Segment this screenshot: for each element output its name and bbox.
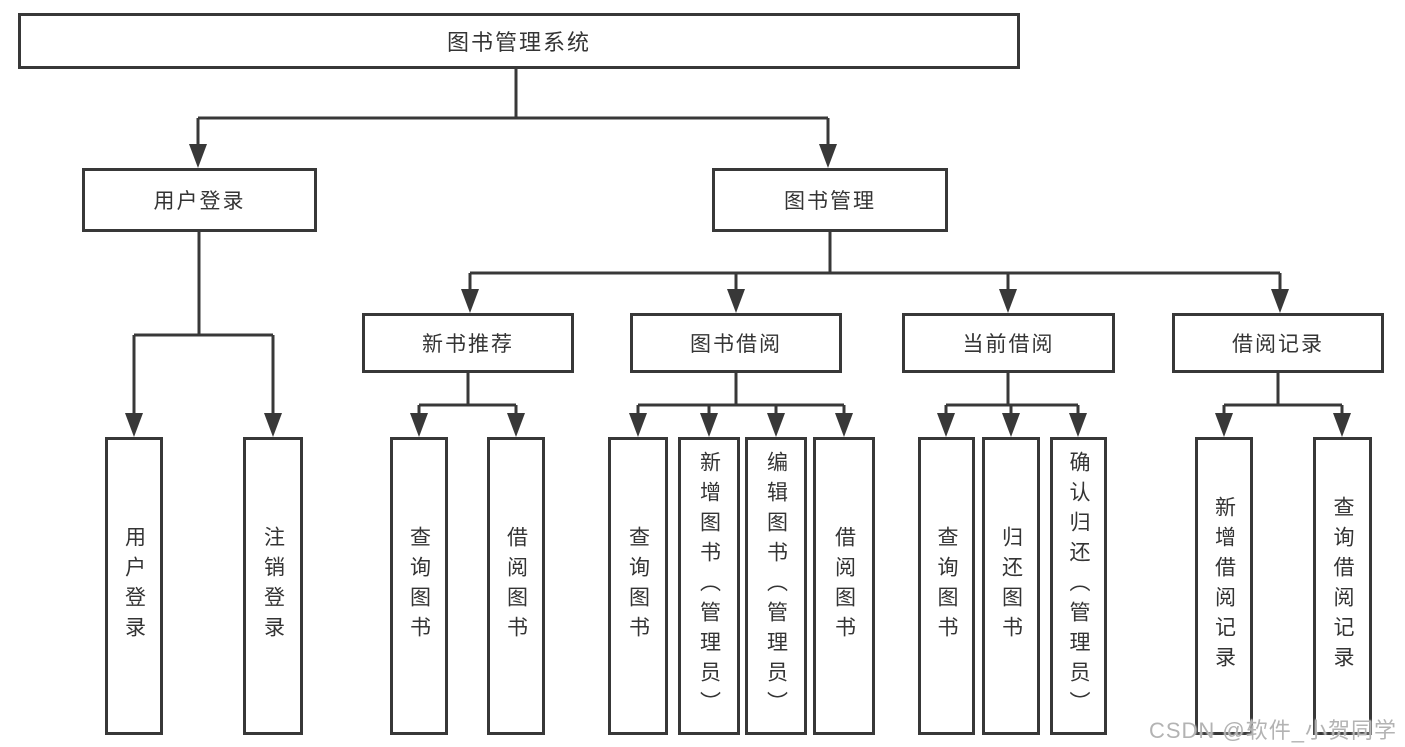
- node-user-login: 用户登录: [82, 168, 317, 232]
- node-borrowing-records-label: 借阅记录: [1232, 333, 1324, 356]
- node-new-book-recommend-label: 新书推荐: [422, 333, 514, 356]
- node-borrowing-records: 借阅记录: [1172, 313, 1384, 373]
- arrowhead-icons: [125, 144, 1351, 437]
- leaf-borrow-books-recommend-label: 借阅图书: [504, 526, 528, 646]
- leaf-return-books: 归还图书: [982, 437, 1040, 735]
- node-user-login-label: 用户登录: [153, 190, 246, 213]
- leaf-borrow-books: 借阅图书: [813, 437, 875, 735]
- leaf-borrow-books-recommend: 借阅图书: [487, 437, 545, 735]
- leaf-add-book-admin: 新增图书（管理员）: [678, 437, 740, 735]
- leaf-query-books-current-label: 查询图书: [935, 526, 959, 646]
- leaf-confirm-return-admin-label: 确认归还（管理员）: [1067, 451, 1091, 721]
- leaf-query-books-recommend-label: 查询图书: [407, 526, 431, 646]
- node-current-borrowing: 当前借阅: [902, 313, 1115, 373]
- leaf-confirm-return-admin: 确认归还（管理员）: [1050, 437, 1107, 735]
- leaf-query-books-recommend: 查询图书: [390, 437, 448, 735]
- leaf-add-borrow-record-label: 新增借阅记录: [1212, 496, 1236, 676]
- leaf-return-books-label: 归还图书: [999, 526, 1023, 646]
- node-root: 图书管理系统: [18, 13, 1020, 69]
- leaf-query-books-current: 查询图书: [918, 437, 975, 735]
- leaf-query-books-borrow-label: 查询图书: [626, 526, 650, 646]
- leaf-logout: 注销登录: [243, 437, 303, 735]
- leaf-logout-label: 注销登录: [261, 526, 285, 646]
- leaf-borrow-books-label: 借阅图书: [832, 526, 856, 646]
- node-current-borrowing-label: 当前借阅: [962, 333, 1055, 356]
- leaf-query-books-borrow: 查询图书: [608, 437, 668, 735]
- node-new-book-recommend: 新书推荐: [362, 313, 574, 373]
- leaf-edit-book-admin-label: 编辑图书（管理员）: [764, 451, 788, 721]
- node-book-borrowing-label: 图书借阅: [690, 333, 782, 356]
- csdn-watermark: CSDN @软件_小贺同学: [1148, 718, 1397, 743]
- leaf-edit-book-admin: 编辑图书（管理员）: [745, 437, 807, 735]
- node-root-label: 图书管理系统: [446, 30, 591, 55]
- leaf-user-login: 用户登录: [105, 437, 163, 735]
- leaf-add-book-admin-label: 新增图书（管理员）: [697, 451, 721, 721]
- leaf-user-login-label: 用户登录: [122, 526, 146, 646]
- leaf-query-borrow-record: 查询借阅记录: [1313, 437, 1372, 735]
- node-book-management-label: 图书管理: [784, 190, 876, 213]
- leaf-query-borrow-record-label: 查询借阅记录: [1331, 496, 1355, 676]
- leaf-add-borrow-record: 新增借阅记录: [1195, 437, 1253, 735]
- node-book-borrowing: 图书借阅: [630, 313, 842, 373]
- node-book-management: 图书管理: [712, 168, 948, 232]
